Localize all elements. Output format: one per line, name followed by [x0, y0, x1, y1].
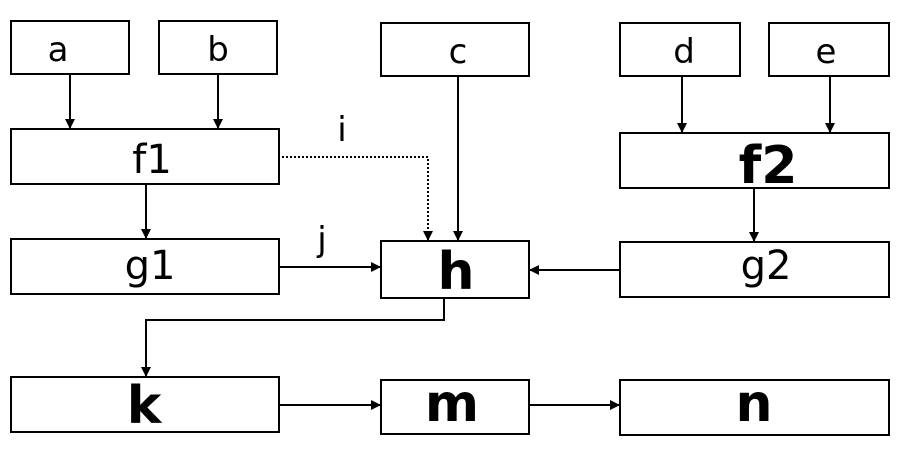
node-n-box	[619, 379, 890, 436]
node-f1-label: f1	[132, 137, 172, 183]
node-n-label: n	[735, 374, 773, 434]
node-g2-label: g2	[740, 243, 792, 289]
node-d-label: d	[673, 32, 695, 72]
node-g1-box	[10, 238, 280, 295]
node-g2-box	[619, 241, 890, 298]
node-c-label: c	[448, 32, 468, 72]
node-a-box	[10, 20, 130, 75]
node-c-box	[380, 22, 530, 77]
edge-label-i: i	[337, 110, 347, 150]
node-f1-box	[10, 128, 280, 185]
node-e-label: e	[815, 32, 837, 72]
arrow-h-to-k	[141, 298, 445, 377]
node-b-box	[158, 20, 278, 75]
node-f2-label: f2	[738, 136, 798, 196]
node-h-box	[380, 240, 530, 299]
node-b-label: b	[207, 30, 229, 70]
dotted-arrow-f1-to-h	[278, 156, 433, 241]
edge-label-j: j	[317, 220, 327, 260]
node-d-box	[619, 22, 741, 77]
node-g1-label: g1	[124, 243, 176, 289]
node-f2-box	[619, 132, 890, 189]
node-h-label: h	[437, 242, 475, 302]
node-e-box	[768, 22, 890, 77]
node-m-label: m	[424, 374, 480, 434]
node-k-label: k	[126, 376, 162, 436]
node-a-label: a	[47, 30, 69, 70]
node-k-box	[10, 376, 280, 433]
node-m-box	[380, 379, 530, 435]
